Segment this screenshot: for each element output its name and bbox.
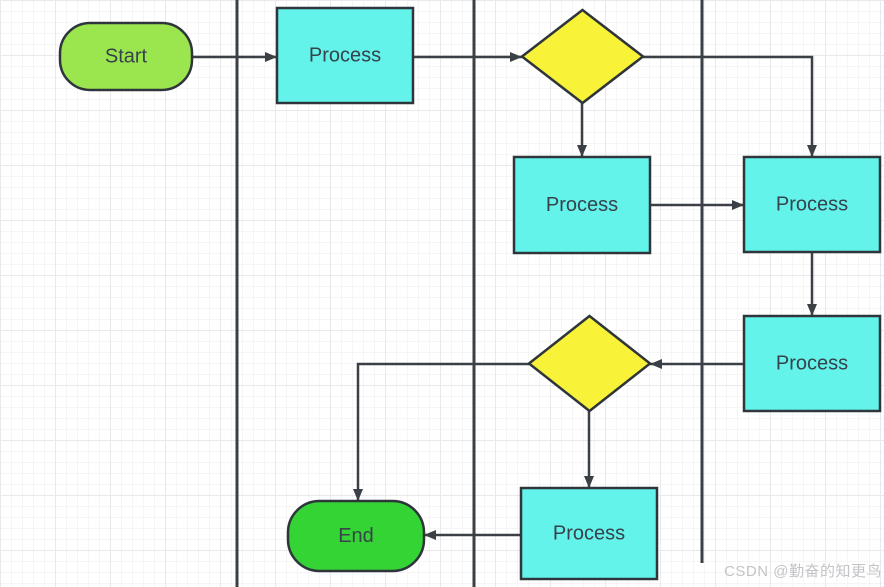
process-shape bbox=[742, 155, 882, 254]
node-process-1: Process bbox=[275, 6, 415, 105]
watermark-text: CSDN @勤奋的知更鸟 bbox=[724, 563, 882, 580]
node-label: Process bbox=[776, 194, 848, 216]
node-label: Process bbox=[546, 194, 618, 216]
node-process-5: Process bbox=[519, 486, 659, 581]
terminator-shape bbox=[286, 499, 426, 573]
node-label: Process bbox=[776, 353, 848, 375]
node-decision-2 bbox=[526, 314, 653, 413]
node-label: End bbox=[338, 525, 374, 547]
decision-shape bbox=[526, 314, 653, 413]
process-shape bbox=[275, 6, 415, 105]
node-process-2: Process bbox=[512, 155, 652, 255]
decision-shape bbox=[519, 8, 646, 105]
node-decision-1 bbox=[519, 8, 646, 105]
node-label: Process bbox=[553, 523, 625, 545]
process-shape bbox=[519, 486, 659, 581]
node-start: Start bbox=[58, 21, 194, 92]
node-process-4: Process bbox=[742, 314, 882, 413]
terminator-shape bbox=[58, 21, 194, 92]
node-process-3: Process bbox=[742, 155, 882, 254]
edge-decision-2-to-end bbox=[353, 362, 529, 501]
node-label: Start bbox=[105, 46, 148, 68]
node-end: End bbox=[286, 499, 426, 573]
process-shape bbox=[742, 314, 882, 413]
node-label: Process bbox=[309, 45, 381, 67]
edge-decision-1-to-process-3 bbox=[643, 55, 817, 157]
process-shape bbox=[512, 155, 652, 255]
